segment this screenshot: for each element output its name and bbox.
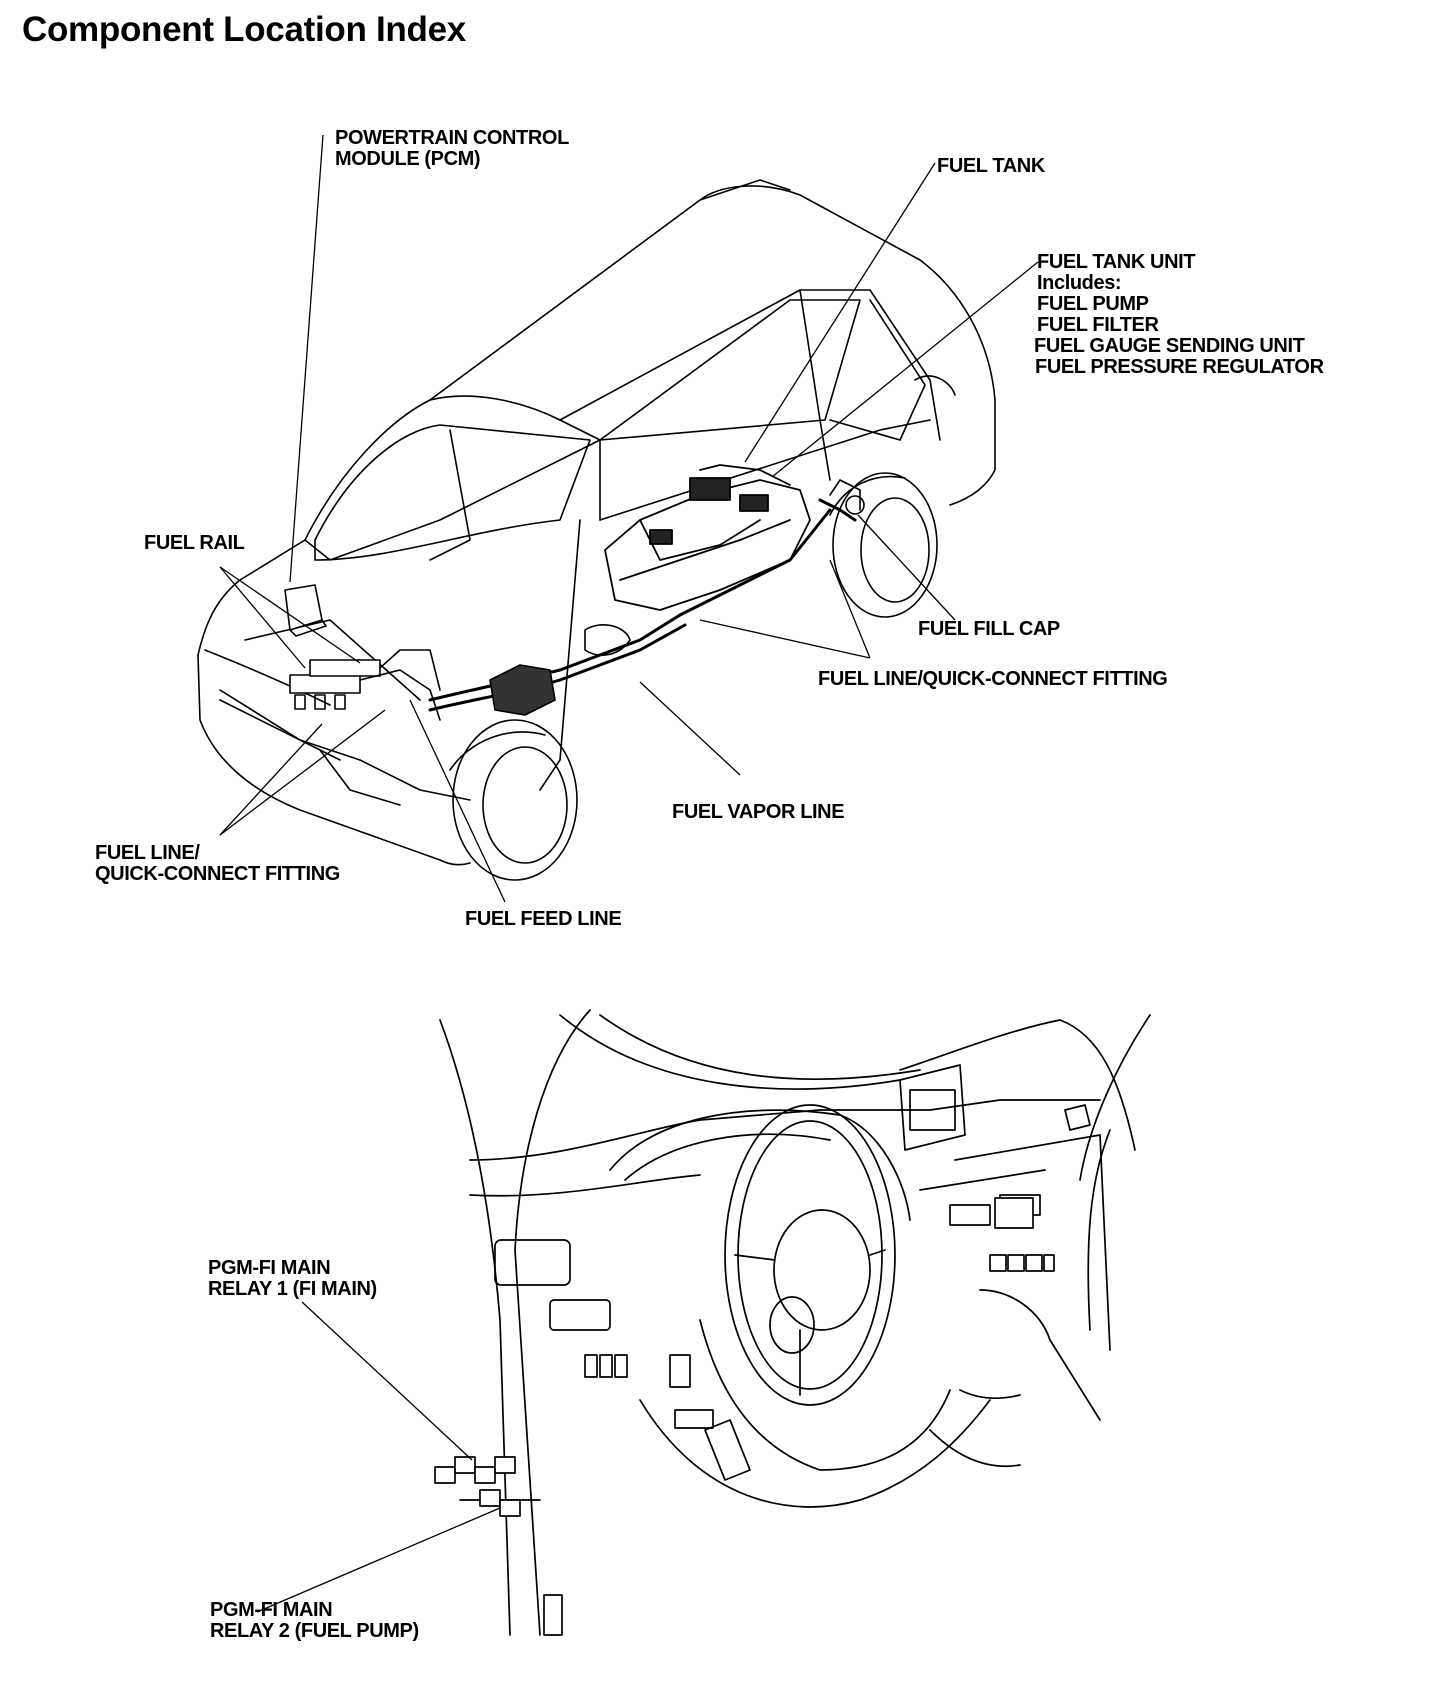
pgm-fi-relay-2-label: PGM-FI MAIN RELAY 2 (FUEL PUMP) (210, 1600, 419, 1642)
vehicle-illustration (198, 180, 995, 865)
fuel-tank-unit-item: FUEL GAUGE SENDING UNIT (1034, 335, 1305, 357)
pcm-label: POWERTRAIN CONTROL MODULE (PCM) (335, 128, 569, 170)
fuel-line-qc-left-line-1: FUEL LINE/ (95, 842, 200, 864)
fuel-fill-cap-label: FUEL FILL CAP (918, 618, 1060, 640)
fuel-vapor-line-label: FUEL VAPOR LINE (672, 801, 845, 823)
page-title: Component Location Index (22, 10, 466, 49)
fuel-tank-unit-label: FUEL TANK UNIT Includes: FUEL PUMP FUEL … (1034, 251, 1324, 378)
fuel-line-quick-connect-left-label: FUEL LINE/ QUICK-CONNECT FITTING (95, 843, 340, 885)
fuel-tank-shape (605, 465, 810, 610)
fuel-tank-unit-item: FUEL FILTER (1037, 314, 1159, 336)
dashboard-illustration (435, 1010, 1150, 1635)
relay1-line-1: PGM-FI MAIN (208, 1257, 331, 1279)
pgm-fi-relay-1-label: PGM-FI MAIN RELAY 1 (FI MAIN) (208, 1258, 377, 1300)
leader-lines-bottom (257, 1302, 500, 1612)
fuel-tank-unit-item: FUEL PRESSURE REGULATOR (1035, 356, 1324, 378)
fuel-tank-unit-name: FUEL TANK UNIT (1037, 251, 1196, 273)
relay2-line-1: PGM-FI MAIN (210, 1599, 333, 1621)
pcm-box (285, 585, 326, 636)
fuel-line-quick-connect-right-label: FUEL LINE/QUICK-CONNECT FITTING (818, 668, 1168, 690)
fuel-fill-neck (830, 480, 864, 514)
fuel-line-qc-left-line-2: QUICK-CONNECT FITTING (95, 863, 340, 885)
fuel-rail-shape (290, 650, 440, 720)
leader-lines-top (220, 135, 1038, 902)
rear-wheel (830, 473, 937, 617)
relay2-line-2: RELAY 2 (FUEL PUMP) (210, 1620, 419, 1642)
relay1-line-2: RELAY 1 (FI MAIN) (208, 1278, 377, 1300)
pcm-label-line-2: MODULE (PCM) (335, 148, 481, 170)
fuel-rail-label: FUEL RAIL (144, 532, 245, 554)
fuel-tank-unit-item: FUEL PUMP (1037, 293, 1149, 315)
evap-canister (490, 665, 555, 715)
fuel-tank-unit-includes: Includes: (1037, 272, 1122, 294)
pgm-fi-relays (435, 1457, 520, 1516)
fuel-tank-label: FUEL TANK (937, 155, 1045, 177)
fuel-feed-line-label: FUEL FEED LINE (465, 908, 622, 930)
front-wheel (450, 720, 577, 880)
pcm-label-line-1: POWERTRAIN CONTROL (335, 127, 569, 149)
